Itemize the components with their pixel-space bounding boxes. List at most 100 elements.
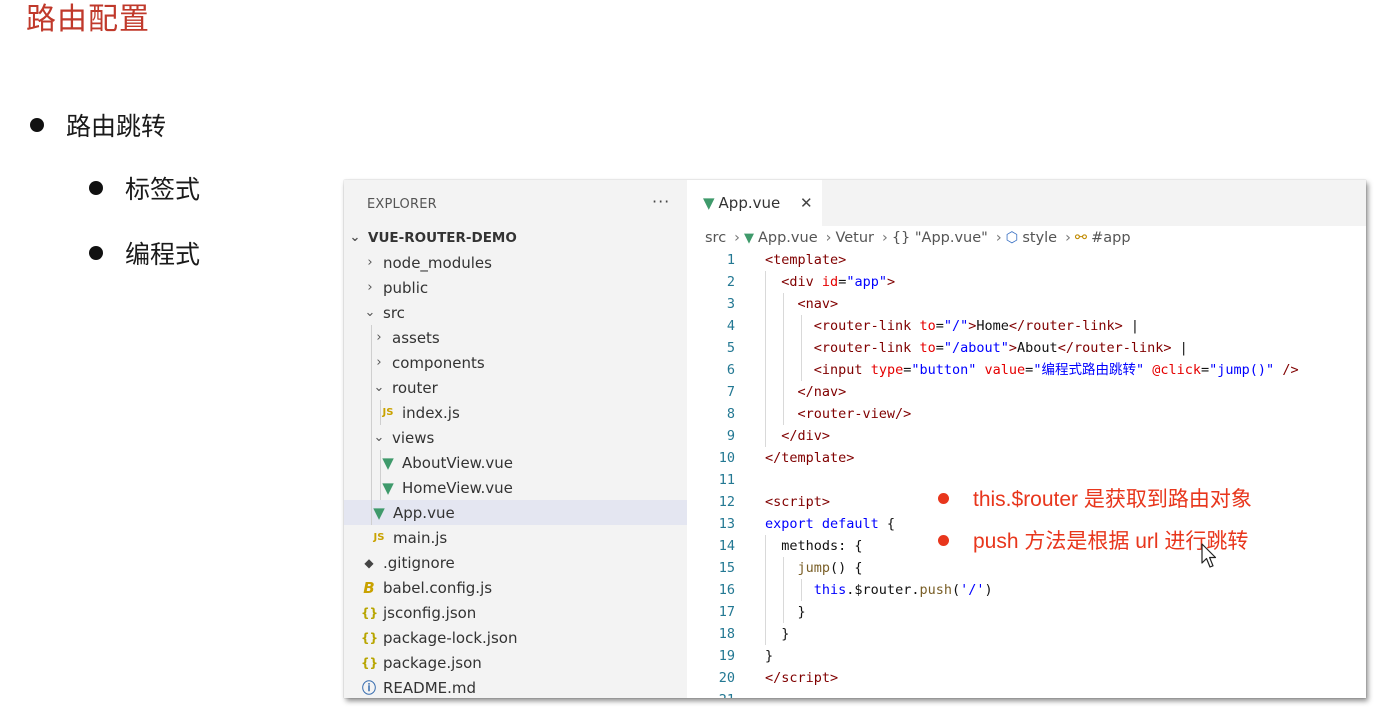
tree-item-package-lock[interactable]: {} package-lock.json [344,625,687,650]
vue-file-icon: ▼ [382,453,394,472]
bullet-programmatic: 编程式 [89,235,200,271]
babel-file-icon: B [363,578,375,597]
line-number: 17 [718,604,735,620]
tree-item-label: node_modules [383,253,492,272]
line-number: 7 [726,384,735,400]
tree-item-public[interactable]: › public [344,275,687,300]
tree-item-label: README.md [383,678,477,697]
project-name: VUE-ROUTER-DEMO [368,229,517,246]
line-number: 3 [726,296,735,312]
vue-file-icon: ▼ [382,478,394,497]
indent-guide [783,557,784,623]
breadcrumb-app[interactable]: #app [1091,230,1131,246]
tree-item-label: package-lock.json [383,628,518,647]
line-number: 16 [718,582,735,598]
tab-app-vue[interactable]: ▼ App.vue ✕ [687,180,822,226]
vue-file-icon: ▼ [743,230,754,246]
line-number: 19 [718,648,735,664]
tree-item-label: components [392,353,485,372]
info-icon: ⓘ [362,680,376,697]
line-number: 21 [687,689,735,698]
line-number: 1 [726,252,735,268]
tab-label: App.vue [718,194,781,212]
breadcrumb-vetur[interactable]: Vetur [835,230,874,246]
line-number: 8 [726,406,735,422]
tree-item-babel-config[interactable]: B babel.config.js [344,575,687,600]
slide-title: 路由配置 [26,2,150,37]
vue-file-icon: ▼ [373,503,385,522]
json-file-icon: {} [361,655,379,670]
json-file-icon: {} [361,605,379,620]
line-number: 10 [718,450,735,466]
tree-item-jsconfig[interactable]: {} jsconfig.json [344,600,687,625]
mouse-cursor-icon [1201,543,1217,568]
bullet-route-jump: 路由跳转 [30,107,166,143]
explorer-panel: EXPLORER ··· ⌄ VUE-ROUTER-DEMO › node_mo… [344,180,687,698]
more-actions-icon[interactable]: ··· [652,192,671,211]
chevron-down-icon: ⌄ [349,230,361,245]
line-number: 5 [726,340,735,356]
chevron-right-icon: › [367,255,373,270]
breadcrumb-file[interactable]: App.vue [757,230,818,246]
tab-bar: ▼ App.vue ✕ [687,180,1366,226]
tree-item-label: babel.config.js [383,578,493,597]
chevron-down-icon: ⌄ [373,430,385,445]
tree-item-label: public [383,278,429,297]
bullet-dot-icon [89,181,103,195]
chevron-right-icon: › [825,230,832,246]
tree-item-label: index.js [402,403,460,422]
indent-guide [380,400,381,425]
tree-item-views[interactable]: ⌄ views [344,425,687,450]
breadcrumb: src › ▼ App.vue › Vetur › {} "App.vue" ›… [705,228,1135,248]
tree-item-homeview[interactable]: ▼ HomeView.vue [344,475,687,500]
bullet-label: 标签式 [125,175,201,204]
line-number: 18 [718,626,735,642]
tree-item-components[interactable]: › components [344,350,687,375]
tree-item-main-js[interactable]: JS main.js [344,525,687,550]
tree-item-index-js[interactable]: JS index.js [344,400,687,425]
indent-guide [801,579,802,601]
js-file-icon: JS [382,407,394,418]
git-file-icon: ◆ [364,555,374,570]
bullet-dot-icon [938,492,949,504]
chevron-right-icon: › [367,280,373,295]
tree-item-assets[interactable]: › assets [344,325,687,350]
bullet-label: 编程式 [125,240,201,269]
bullet-dot-icon [89,246,103,260]
tree-item-readme[interactable]: ⓘ README.md [344,675,687,698]
line-number: 11 [718,472,735,488]
line-number: 2 [726,274,735,290]
line-number: 6 [726,362,735,378]
tree-item-label: src [383,303,405,322]
line-number: 20 [718,670,735,686]
tree-item-label: App.vue [393,503,455,522]
bullet-dot-icon [938,534,949,546]
tree-item-router[interactable]: ⌄ router [344,375,687,400]
annotation-router-object: this.$router 是获取到路由对象 [938,483,1252,513]
chevron-right-icon: › [376,330,382,345]
tree-item-src[interactable]: ⌄ src [344,300,687,325]
tree-item-label: .gitignore [383,553,455,572]
json-file-icon: {} [361,630,379,645]
chevron-down-icon: ⌄ [364,305,376,320]
breadcrumb-scope[interactable]: {} "App.vue" [891,230,988,246]
vue-file-icon: ▼ [703,194,715,212]
vscode-window: EXPLORER ··· ⌄ VUE-ROUTER-DEMO › node_mo… [344,180,1366,698]
tree-item-package-json[interactable]: {} package.json [344,650,687,675]
tree-item-gitignore[interactable]: ◆ .gitignore [344,550,687,575]
breadcrumb-src[interactable]: src [705,230,727,246]
bullet-dot-icon [30,118,44,132]
project-root[interactable]: ⌄ VUE-ROUTER-DEMO [344,225,687,250]
bullet-label: 路由跳转 [66,112,167,141]
tree-item-aboutview[interactable]: ▼ AboutView.vue [344,450,687,475]
breadcrumb-style[interactable]: style [1022,230,1058,246]
tree-item-label: assets [392,328,440,347]
indent-guide [765,535,766,645]
line-number: 9 [726,428,735,444]
js-file-icon: JS [373,532,385,543]
close-icon[interactable]: ✕ [800,194,813,212]
tree-item-node-modules[interactable]: › node_modules [344,250,687,275]
line-number: 14 [718,538,735,554]
tree-item-app-vue[interactable]: ▼ App.vue [344,500,687,525]
tree-item-label: jsconfig.json [383,603,477,622]
